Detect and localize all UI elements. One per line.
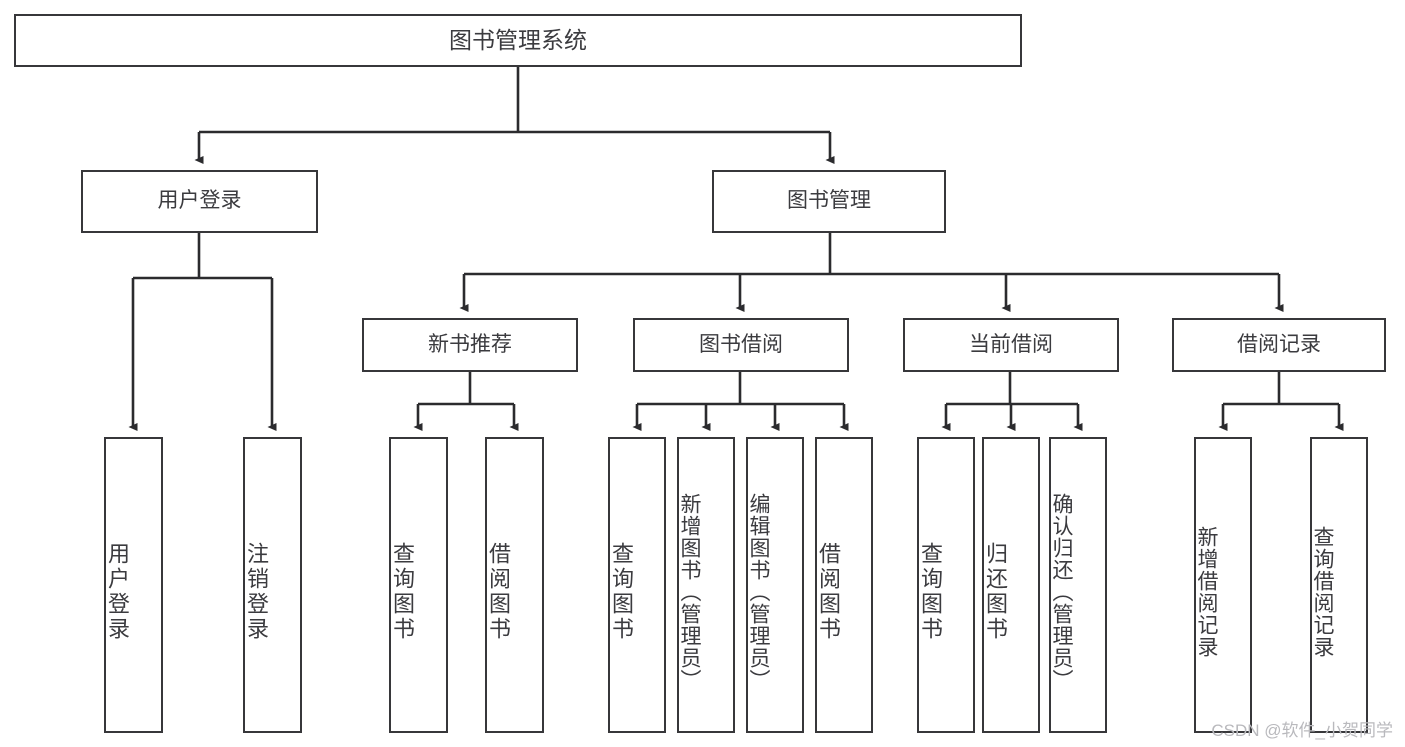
node-new-book-recommend[interactable]: 新书推荐 — [362, 318, 578, 372]
node-leaf-query-book-1-label: 查询图书 — [390, 542, 415, 642]
node-leaf-confirm-return[interactable]: 确认归还（管理员） — [1049, 437, 1107, 733]
node-leaf-logout-label: 注销登录 — [244, 542, 269, 642]
node-leaf-logout[interactable]: 注销登录 — [243, 437, 302, 733]
node-leaf-query-record[interactable]: 查询借阅记录 — [1310, 437, 1368, 733]
csdn-watermark: CSDN @软件_小贺同学 — [1211, 721, 1393, 740]
node-leaf-edit-book[interactable]: 编辑图书（管理员） — [746, 437, 804, 733]
node-leaf-add-record-label: 新增借阅记录 — [1195, 526, 1218, 658]
node-book-manage-label: 图书管理 — [787, 189, 871, 213]
node-leaf-query-book-1[interactable]: 查询图书 — [389, 437, 448, 733]
node-book-borrow[interactable]: 图书借阅 — [633, 318, 849, 372]
node-borrow-record[interactable]: 借阅记录 — [1172, 318, 1386, 372]
node-book-borrow-label: 图书借阅 — [699, 332, 783, 356]
node-leaf-borrow-book-1-label: 借阅图书 — [486, 542, 511, 642]
node-book-manage[interactable]: 图书管理 — [712, 170, 946, 233]
node-current-borrow-label: 当前借阅 — [969, 332, 1053, 356]
node-leaf-borrow-book-2[interactable]: 借阅图书 — [815, 437, 873, 733]
node-leaf-add-record[interactable]: 新增借阅记录 — [1194, 437, 1252, 733]
node-leaf-return-book[interactable]: 归还图书 — [982, 437, 1040, 733]
node-leaf-query-book-3[interactable]: 查询图书 — [917, 437, 975, 733]
node-root[interactable]: 图书管理系统 — [14, 14, 1022, 67]
node-leaf-query-record-label: 查询借阅记录 — [1311, 526, 1334, 658]
node-new-book-recommend-label: 新书推荐 — [428, 332, 512, 356]
node-current-borrow[interactable]: 当前借阅 — [903, 318, 1119, 372]
node-leaf-user-login-label: 用户登录 — [105, 542, 130, 642]
node-root-label: 图书管理系统 — [449, 27, 587, 54]
node-leaf-query-book-3-label: 查询图书 — [918, 542, 943, 642]
node-leaf-add-book-label: 新增图书（管理员） — [678, 493, 701, 691]
node-leaf-edit-book-label: 编辑图书（管理员） — [747, 493, 770, 691]
node-leaf-query-book-2[interactable]: 查询图书 — [608, 437, 666, 733]
node-leaf-user-login[interactable]: 用户登录 — [104, 437, 163, 733]
node-leaf-borrow-book-1[interactable]: 借阅图书 — [485, 437, 544, 733]
node-leaf-query-book-2-label: 查询图书 — [609, 542, 634, 642]
node-leaf-return-book-label: 归还图书 — [983, 542, 1008, 642]
node-user-login-label: 用户登录 — [157, 189, 242, 213]
node-borrow-record-label: 借阅记录 — [1237, 332, 1321, 356]
node-leaf-confirm-return-label: 确认归还（管理员） — [1050, 493, 1073, 691]
node-leaf-borrow-book-2-label: 借阅图书 — [816, 542, 841, 642]
node-user-login[interactable]: 用户登录 — [81, 170, 318, 233]
node-leaf-add-book[interactable]: 新增图书（管理员） — [677, 437, 735, 733]
